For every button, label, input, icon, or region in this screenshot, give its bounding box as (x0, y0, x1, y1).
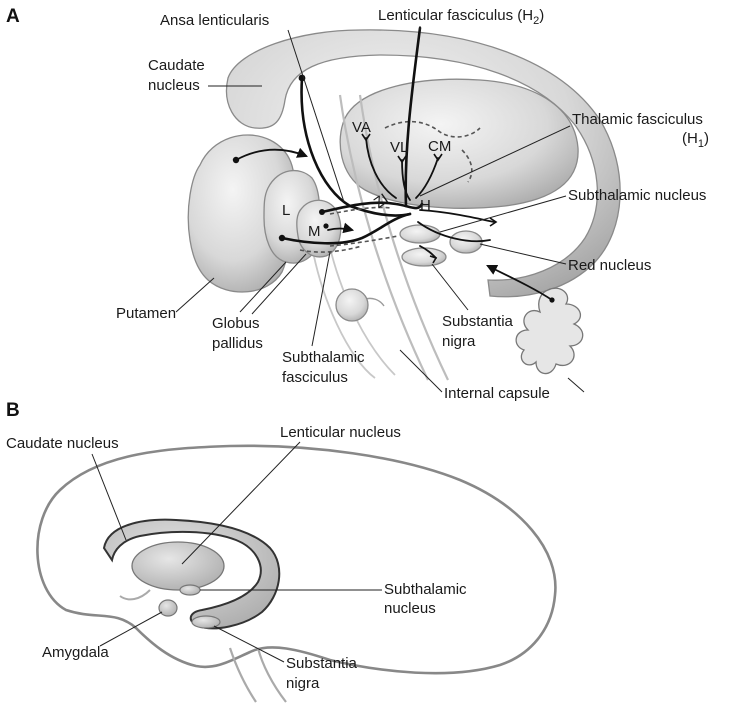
subthalamic-nucleus-shape (399, 224, 441, 244)
label-b-lenticular-nucleus: Lenticular nucleus (280, 424, 401, 441)
label-l: L (282, 202, 290, 219)
label-b-subthalamic-nucleus-line2: nucleus (384, 600, 436, 617)
red-nucleus-shape (449, 230, 483, 254)
brain-outline-shape (36, 444, 557, 703)
label-b-caudate-nucleus: Caudate nucleus (6, 435, 119, 452)
label-subthalamic-fasciculus-line1: Subthalamic (282, 349, 365, 366)
lenticular-nucleus-shape-b (131, 541, 225, 591)
label-vl: VL (390, 139, 408, 156)
label-thalamic-fasciculus-line1: Thalamic fasciculus (572, 111, 703, 128)
label-ansa-lenticularis: Ansa lenticularis (160, 12, 269, 29)
thalamus-shape (339, 78, 579, 209)
label-subthalamic-nucleus: Subthalamic nucleus (568, 187, 706, 204)
putamen-shape (187, 134, 295, 293)
label-caudate-nucleus-line1: Caudate (148, 57, 205, 74)
label-internal-capsule: Internal capsule (444, 385, 550, 402)
subthalamic-nucleus-shape-b (179, 584, 201, 596)
panel-b-label: B (6, 400, 20, 421)
panel-a-label: A (6, 6, 20, 27)
label-b-subthalamic-nucleus-line1: Subthalamic (384, 581, 467, 598)
label-h: H (420, 197, 431, 214)
label-b-amygdala: Amygdala (42, 644, 109, 661)
label-subthalamic-fasciculus-line2: fasciculus (282, 369, 348, 386)
label-lenticular-fasciculus: Lenticular fasciculus (H2) (378, 7, 544, 27)
caudate-c-shape-b (102, 518, 281, 630)
amygdala-shape-b (158, 599, 178, 617)
label-substantia-nigra-line2: nigra (442, 333, 476, 350)
amygdala-bulb-shape (335, 288, 385, 322)
caudate-nucleus-shape (226, 29, 621, 298)
label-substantia-nigra-line1: Substantia (442, 313, 514, 330)
label-putamen: Putamen (116, 305, 176, 322)
label-va: VA (352, 119, 371, 136)
fiber-tracts (232, 26, 555, 303)
label-red-nucleus: Red nucleus (568, 257, 651, 274)
cortex-fold-shape (515, 287, 584, 375)
substantia-nigra-shape (401, 247, 447, 267)
label-globus-pallidus-line2: pallidus (212, 335, 263, 352)
label-m: M (308, 223, 321, 240)
label-b-substantia-nigra-line1: Substantia (286, 655, 358, 672)
label-caudate-nucleus-line2: nucleus (148, 77, 200, 94)
label-globus-pallidus-line1: Globus (212, 315, 260, 332)
label-thalamic-fasciculus-line2: (H1) (682, 130, 709, 150)
label-b-substantia-nigra-line2: nigra (286, 675, 320, 692)
label-cm: CM (428, 138, 451, 155)
substantia-nigra-shape-b (191, 615, 221, 629)
